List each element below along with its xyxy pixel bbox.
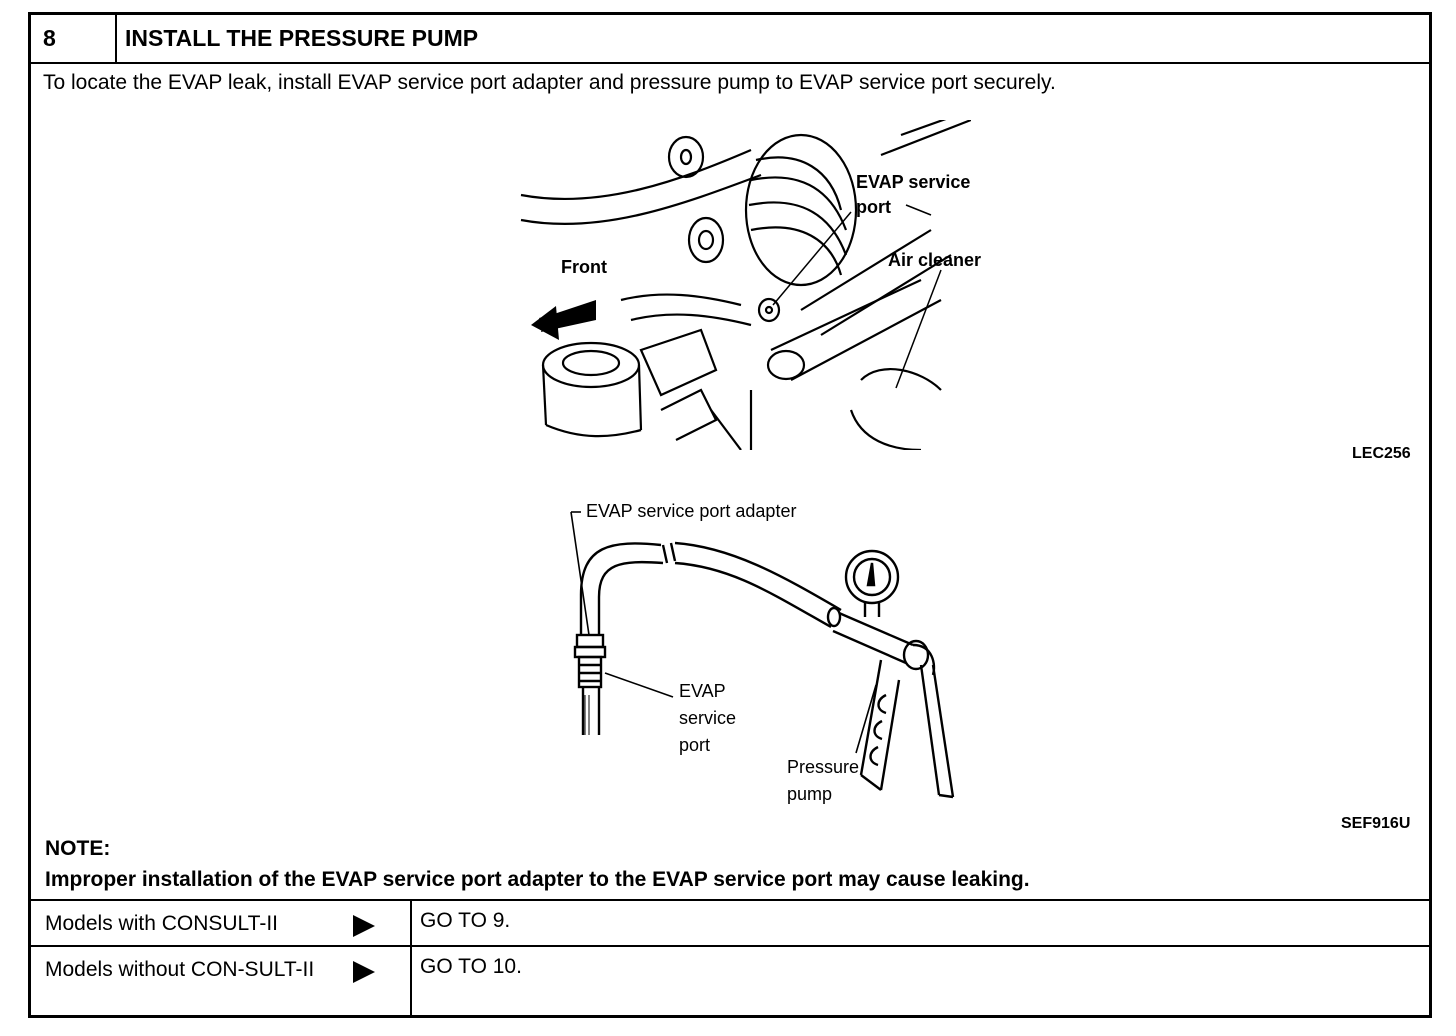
step-title: INSTALL THE PRESSURE PUMP (125, 25, 479, 51)
engine-bay-drawing (520, 120, 971, 450)
navigation-condition: Models without CON-SULT-II (31, 947, 412, 1015)
right-arrow-icon (353, 961, 375, 983)
pressure-pump-label-line2: pump (787, 784, 833, 804)
air-cleaner-label: Air cleaner (888, 250, 982, 270)
figure1-code: LEC256 (1352, 445, 1411, 462)
evap-port-label-line1: EVAP (679, 681, 726, 701)
navigation-row: Models with CONSULT-II GO TO 9. (31, 901, 1429, 947)
pressure-pump-drawing (570, 511, 955, 799)
navigation-row: Models without CON-SULT-II GO TO 10. (31, 947, 1429, 1015)
note-title: NOTE: (45, 837, 111, 860)
step-number: 8 (31, 15, 117, 62)
front-label: Front (561, 257, 607, 277)
instruction-text: To locate the EVAP leak, install EVAP se… (43, 71, 1056, 94)
evap-service-port-label-line2: port (856, 197, 891, 217)
navigation-goto: GO TO 10. (420, 955, 522, 978)
evap-service-port-adapter-label: EVAP service port adapter (586, 501, 797, 521)
evap-service-port-label-line1: EVAP service (856, 172, 971, 192)
evap-port-label-line2: service (679, 708, 737, 728)
pressure-pump-label-line1: Pressure (787, 757, 860, 777)
navigation-condition-text: Models with CONSULT-II (45, 912, 278, 935)
navigation-condition: Models with CONSULT-II (31, 901, 412, 945)
evap-port-label-line3: port (679, 735, 711, 755)
navigation-table: Models with CONSULT-II GO TO 9. Models w… (31, 899, 1429, 1015)
note-text: Improper installation of the EVAP servic… (45, 868, 1030, 891)
navigation-condition-text: Models without CON-SULT-II (45, 958, 315, 981)
pressure-pump-illustration: EVAP service port adapter EVAP service p… (541, 485, 961, 805)
procedure-frame: 8 INSTALL THE PRESSURE PUMP To locate th… (28, 12, 1432, 1018)
engine-bay-illustration: Front EVAP service port Air cleaner (501, 120, 981, 450)
navigation-goto: GO TO 9. (420, 909, 511, 932)
right-arrow-icon (353, 915, 375, 937)
step-header: 8 INSTALL THE PRESSURE PUMP (31, 15, 1429, 64)
figure2-code: SEF916U (1341, 815, 1411, 832)
